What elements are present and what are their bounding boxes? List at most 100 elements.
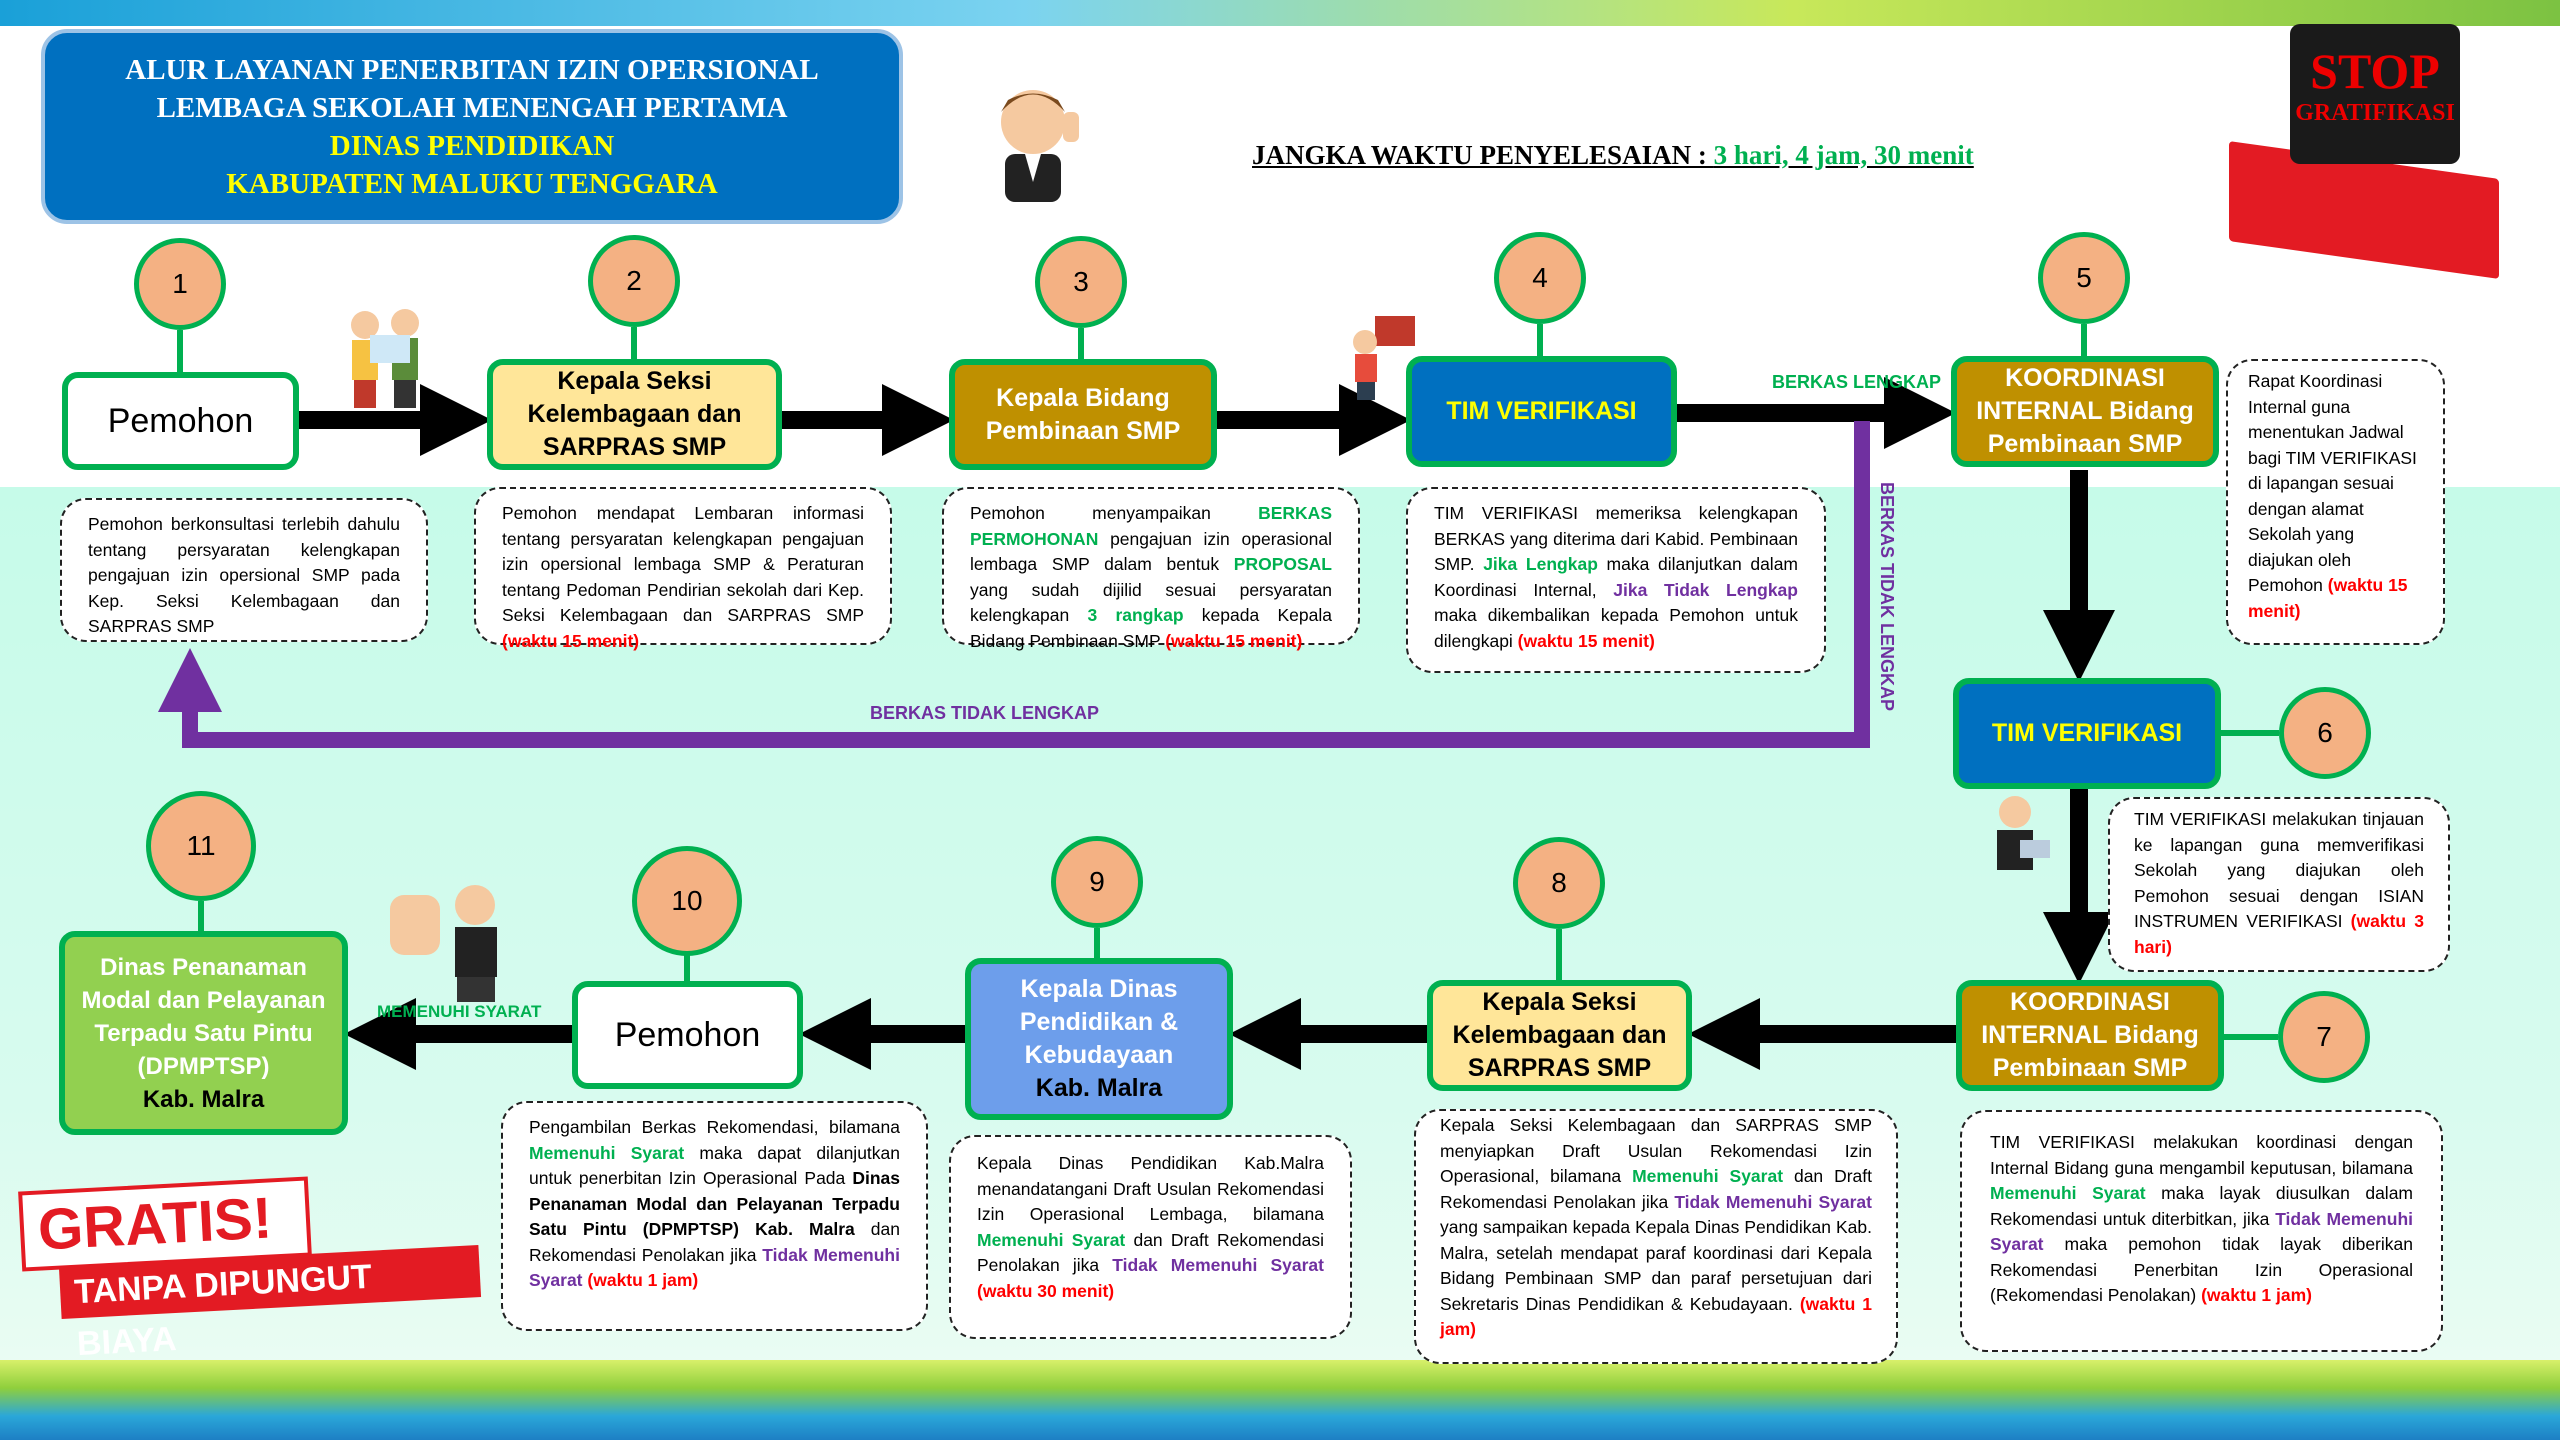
description-text: TIM VERIFIKASI melakukan koordinasi deng… <box>1990 1132 2413 1178</box>
highlight-purple-text: Tidak Memenuhi Syarat <box>1990 1208 2413 1255</box>
stop-text: STOP <box>2310 43 2440 99</box>
step-4-number: 4 <box>1494 232 1586 324</box>
description-text: TIM VERIFIKASI melakukan tinjauan ke lap… <box>2134 809 2424 931</box>
description-text: Kepala Seksi Kelembagaan dan SARPRAS SMP… <box>1440 1115 1872 1186</box>
step-11-box: Dinas Penanaman Modal dan Pelayanan Terp… <box>59 931 348 1135</box>
description-text: maka dikembalikan kepada Pemohon untuk d… <box>1434 605 1798 651</box>
berkas-tidak-lengkap-label: BERKAS TIDAK LENGKAP <box>870 703 1100 723</box>
duration-text: (waktu 15 menit) <box>1517 630 1655 651</box>
description-text: Rapat Koordinasi Internal guna menentuka… <box>2248 371 2417 595</box>
step-9-subtitle: Kab. Malra <box>1035 1074 1163 1102</box>
description-text: Dinas Penanaman Modal dan Pelayanan Terp… <box>529 1168 900 1239</box>
description-text: maka dilanjutkan dalam Koordinasi Intern… <box>1434 554 1799 600</box>
step-6-box: TIM VERIFIKASI <box>1953 678 2221 789</box>
description-text: Kepala Dinas Pendidikan Kab.Malra menand… <box>977 1153 1324 1224</box>
top-decor-stripe <box>0 0 2560 26</box>
highlight-green-text: Memenuhi Syarat <box>529 1142 685 1163</box>
step-11-number: 11 <box>146 791 256 901</box>
duration-text: (waktu 3 hari) <box>2134 911 2424 957</box>
step-11-title: Dinas Penanaman Modal dan Pelayanan Terp… <box>81 953 326 1080</box>
step-8-box: Kepala Seksi Kelembagaan dan SARPRAS SMP <box>1427 980 1692 1091</box>
step-4-description: TIM VERIFIKASI memeriksa kelengkapan BER… <box>1406 487 1826 673</box>
child-books-illustration <box>1353 316 1415 400</box>
step-1-number: 1 <box>134 238 226 330</box>
step-7-box: KOORDINASI INTERNAL Bidang Pembinaan SMP <box>1956 980 2224 1091</box>
highlight-green-text: Memenuhi Syarat <box>977 1229 1126 1250</box>
description-text: yang sampaikan kepada Kepala Dinas Pendi… <box>1440 1217 1872 1314</box>
people-reading-illustration <box>351 309 419 408</box>
title-line: KABUPATEN MALUKU TENGGARA <box>226 168 718 200</box>
title-banner: ALUR LAYANAN PENERBITAN IZIN OPERSIONAL … <box>41 29 903 224</box>
title-line: DINAS PENDIDIKAN <box>329 130 615 162</box>
description-text: pengajuan izin operasional lembaga SMP d… <box>970 528 1332 575</box>
step-9-title: Kepala Dinas Pendidikan & Kebudayaan <box>1019 975 1179 1069</box>
step-5-description: Rapat Koordinasi Internal guna menentuka… <box>2226 359 2445 645</box>
step-9-number: 9 <box>1051 836 1143 928</box>
description-text: yang sudah dijilid sesuai persyaratan ke… <box>970 579 1332 626</box>
duration-text: (waktu 1 jam) <box>1440 1293 1872 1340</box>
arrow-berkas-tidak-lengkap <box>158 421 1870 748</box>
step-2-description: Pemohon mendapat Lembaran informasi tent… <box>474 487 892 651</box>
completion-time: JANGKA WAKTU PENYELESAIAN : 3 hari, 4 ja… <box>1252 140 1974 171</box>
berkas-tidak-lengkap-vertical-label: BERKAS TIDAK LENGKAP <box>1877 482 1897 712</box>
businessman-illustration <box>1001 90 1079 202</box>
step-2-number: 2 <box>588 235 680 327</box>
step-1-description: Pemohon berkonsultasi terlebih dahulu te… <box>60 498 428 642</box>
step-4-box: TIM VERIFIKASI <box>1406 356 1677 467</box>
stop-subtext: GRATIFIKASI <box>2295 100 2455 126</box>
step-6-description: TIM VERIFIKASI melakukan tinjauan ke lap… <box>2108 797 2450 972</box>
description-text: Pengambilan Berkas Rekomendasi, bilamana <box>529 1117 900 1137</box>
highlight-purple-text: Jika Tidak Lengkap <box>1613 579 1798 600</box>
step-10-description: Pengambilan Berkas Rekomendasi, bilamana… <box>501 1101 928 1331</box>
highlight-green-text: Jika Lengkap <box>1483 554 1598 574</box>
title-line: ALUR LAYANAN PENERBITAN IZIN OPERSIONAL <box>125 54 819 86</box>
duration-text: (waktu 1 jam) <box>587 1270 699 1290</box>
step-1-box: Pemohon <box>62 372 299 470</box>
description-text: Pemohon mendapat Lembaran informasi tent… <box>502 503 864 625</box>
description-text: kepada Kepala Bidang Pembinaan SMP <box>970 605 1332 651</box>
description-text: dan Draft Rekomendasi Penolakan jika <box>1440 1166 1872 1212</box>
description-text: Pemohon berkonsultasi terlebih dahulu te… <box>88 514 400 636</box>
duration-text: (waktu 1 jam) <box>2201 1285 2312 1305</box>
stop-gratifikasi-logo: STOP GRATIFIKASI <box>2290 24 2460 164</box>
step-2-box: Kepala Seksi Kelembagaan dan SARPRAS SMP <box>487 359 782 470</box>
description-text: TIM VERIFIKASI memeriksa kelengkapan BER… <box>1434 503 1798 574</box>
step-10-box: Pemohon <box>572 981 803 1089</box>
step-3-description: Pemohon menyampaikan BERKAS PERMOHONAN p… <box>942 487 1360 651</box>
free-service-badge: GRATIS! TANPA DIPUNGUT BIAYA <box>18 1176 482 1363</box>
highlight-green-text: Memenuhi Syarat <box>1632 1166 1784 1186</box>
step-3-number: 3 <box>1035 236 1127 328</box>
step-8-description: Kepala Seksi Kelembagaan dan SARPRAS SMP… <box>1414 1109 1898 1364</box>
highlight-green-text: 3 rangkap <box>1087 605 1184 625</box>
completion-time-value: 3 hari, 4 jam, 30 menit <box>1713 140 1974 170</box>
duration-text: (waktu 15 menit) <box>502 630 640 651</box>
berkas-lengkap-label: BERKAS LENGKAP <box>1772 372 1942 392</box>
bottom-decor-stripe <box>0 1360 2560 1440</box>
highlight-purple-text: Tidak Memenuhi Syarat <box>1674 1191 1872 1212</box>
duration-text: (waktu 15 menit) <box>1165 630 1303 651</box>
highlight-purple-text: Tidak Memenuhi Syarat <box>529 1244 900 1291</box>
step-7-description: TIM VERIFIKASI melakukan koordinasi deng… <box>1960 1110 2443 1352</box>
step-5-number: 5 <box>2038 232 2130 324</box>
step-3-box: Kepala Bidang Pembinaan SMP <box>949 359 1217 470</box>
description-text: Pemohon menyampaikan <box>970 503 1259 523</box>
highlight-green-text: PROPOSAL <box>1233 554 1332 574</box>
step-7-number: 7 <box>2278 991 2370 1083</box>
description-text: maka dapat dilanjutkan untuk penerbitan … <box>529 1142 900 1189</box>
step-11-subtitle: Kab. Malra <box>142 1085 265 1113</box>
highlight-purple-text: Tidak Memenuhi Syarat <box>1112 1255 1324 1275</box>
completion-time-label: JANGKA WAKTU PENYELESAIAN : <box>1252 140 1714 170</box>
description-text: maka pemohon tidak layak diberikan Rekom… <box>1990 1234 2413 1305</box>
highlight-green-text: BERKAS PERMOHONAN <box>970 503 1332 549</box>
description-text: dan Rekomendasi Penolakan jika <box>529 1219 900 1265</box>
description-text: maka layak diusulkan dalam Rekomendasi u… <box>1990 1183 2414 1229</box>
memenuhi-syarat-label: MEMENUHI SYARAT <box>377 1002 542 1021</box>
highlight-green-text: Memenuhi Syarat <box>1990 1183 2146 1203</box>
thumbs-up-illustration <box>390 885 497 1002</box>
step-5-box: KOORDINASI INTERNAL Bidang Pembinaan SMP <box>1951 356 2219 467</box>
step-9-description: Kepala Dinas Pendidikan Kab.Malra menand… <box>949 1135 1352 1339</box>
duration-text: (waktu 30 menit) <box>977 1280 1115 1301</box>
step-10-number: 10 <box>632 846 742 956</box>
